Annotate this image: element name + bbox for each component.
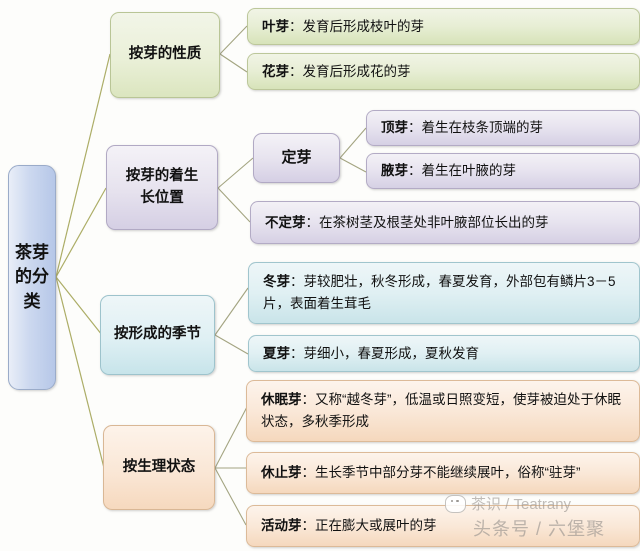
leaf-desc: 又称“越冬芽”，低温或日照变短，使芽被迫处于休眠状态，多秋季形成 [261,392,621,429]
branch-label-line1: 按芽的着生 [125,167,199,184]
leaf-desc: 发育后形成花的芽 [302,63,411,79]
leaf-desc: 着生在叶腋的芽 [421,163,517,179]
branch-label: 按生理状态 [122,458,196,475]
branch-node-physiology[interactable]: 按生理状态 [103,425,215,510]
leaf-node-leaf-bud[interactable]: 叶芽：发育后形成枝叶的芽 [247,8,640,45]
branch-label: 按芽的性质 [128,46,202,63]
leaf-text: 顶芽：着生在枝条顶端的芽 [381,117,629,139]
leaf-term: 顶芽 [381,120,408,136]
leaf-node-summer-bud[interactable]: 夏芽：芽细小，春夏形成，夏秋发育 [248,335,640,372]
leaf-text: 休眠芽：又称“越冬芽”，低温或日照变短，使芽被迫处于休眠状态，多秋季形成 [261,389,629,433]
leaf-node-flower-bud[interactable]: 花芽：发育后形成花的芽 [247,53,640,90]
leaf-text: 腋芽：着生在叶腋的芽 [381,160,629,182]
leaf-term: 叶芽 [262,18,289,34]
leaf-node-winter-bud[interactable]: 冬芽：芽较肥壮，秋冬形成，春夏发育，外部包有鳞片3－5片，表面着生茸毛 [248,262,640,324]
leaf-separator: ： [301,518,316,534]
subbranch-node-fixed-bud[interactable]: 定芽 [253,133,340,183]
leaf-desc: 着生在枝条顶端的芽 [421,120,544,136]
leaf-desc: 芽较肥壮，秋冬形成，春夏发育，外部包有鳞片3－5片，表面着生茸毛 [263,274,616,311]
leaf-term: 不定芽 [265,214,306,230]
leaf-text: 花芽：发育后形成花的芽 [262,61,629,83]
leaf-text: 叶芽：发育后形成枝叶的芽 [262,16,629,38]
leaf-term: 活动芽 [261,518,302,534]
branch-node-nature[interactable]: 按芽的性质 [110,12,220,98]
branch-label: 按芽的着生 长位置 [113,166,211,210]
leaf-term: 冬芽 [263,274,290,290]
leaf-node-resting-bud[interactable]: 休止芽：生长季节中部分芽不能继续展叶，俗称“驻芽” [246,452,640,494]
leaf-text: 冬芽：芽较肥壮，秋冬形成，春夏发育，外部包有鳞片3－5片，表面着生茸毛 [263,271,629,315]
leaf-desc: 发育后形成枝叶的芽 [302,18,425,34]
leaf-separator: ： [289,18,303,34]
leaf-desc: 在茶树茎及根茎处非叶腋部位长出的芽 [319,214,549,230]
leaf-term: 花芽 [262,63,289,79]
leaf-separator: ： [289,63,303,79]
branch-node-position[interactable]: 按芽的着生 长位置 [106,145,218,230]
leaf-desc: 正在膨大或展叶的芽 [315,518,437,534]
branch-node-season[interactable]: 按形成的季节 [100,295,215,375]
leaf-node-axillary-bud[interactable]: 腋芽：着生在叶腋的芽 [366,153,640,189]
leaf-term: 夏芽 [263,345,290,361]
leaf-separator: ： [301,392,316,408]
subbranch-label: 定芽 [281,148,312,166]
leaf-term: 休眠芽 [261,392,302,408]
leaf-separator: ： [301,465,316,481]
leaf-separator: ： [408,163,422,179]
leaf-separator: ： [408,120,422,136]
branch-label: 按形成的季节 [114,326,201,343]
leaf-node-terminal-bud[interactable]: 顶芽：着生在枝条顶端的芽 [366,110,640,146]
leaf-text: 休止芽：生长季节中部分芽不能继续展叶，俗称“驻芽” [261,462,629,484]
leaf-term: 腋芽 [381,163,408,179]
leaf-desc: 芽细小，春夏形成，夏秋发育 [303,345,480,361]
leaf-text: 夏芽：芽细小，春夏形成，夏秋发育 [263,343,629,365]
leaf-text: 不定芽：在茶树茎及根茎处非叶腋部位长出的芽 [265,212,629,234]
leaf-term: 休止芽 [261,465,302,481]
branch-label-line2: 长位置 [140,189,184,206]
leaf-desc: 生长季节中部分芽不能继续展叶，俗称“驻芽” [315,465,581,481]
leaf-separator: ： [290,345,304,361]
leaf-separator: ： [305,214,320,230]
leaf-node-dormant-bud[interactable]: 休眠芽：又称“越冬芽”，低温或日照变短，使芽被迫处于休眠状态，多秋季形成 [246,380,640,442]
leaf-text: 活动芽：正在膨大或展叶的芽 [261,515,629,537]
leaf-node-active-bud[interactable]: 活动芽：正在膨大或展叶的芽 [246,505,640,547]
root-node[interactable]: 茶芽的分类 [8,165,56,390]
root-label: 茶芽的分类 [15,243,49,311]
leaf-node-adventitious-bud[interactable]: 不定芽：在茶树茎及根茎处非叶腋部位长出的芽 [250,201,640,244]
leaf-separator: ： [290,274,304,290]
